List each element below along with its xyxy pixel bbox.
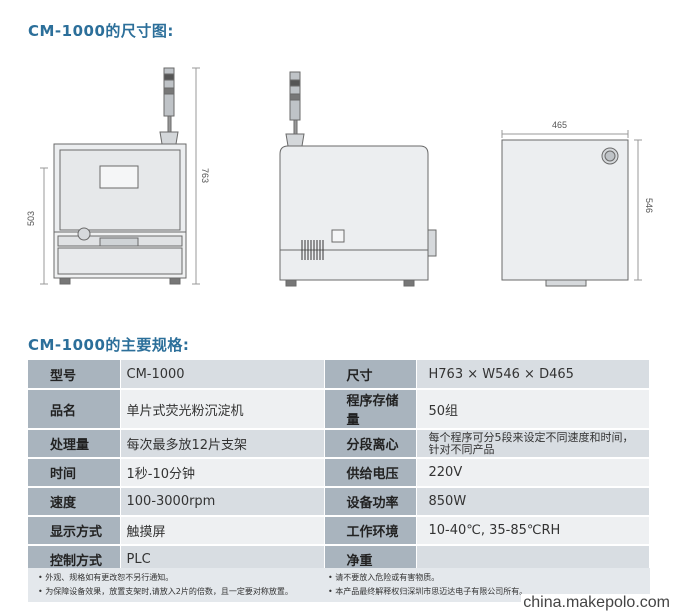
note-text: • 请不要放入危险或有害物质。 xyxy=(328,573,440,582)
note-text: • 本产品最终解释权归深圳市思迈达电子有限公司所有。 xyxy=(328,587,528,596)
side-view xyxy=(279,71,437,287)
spec-value: H763 × W546 × D465 xyxy=(416,360,650,390)
spec-value: 50组 xyxy=(416,389,650,430)
spec-label: 工作环境 xyxy=(324,516,417,546)
front-view xyxy=(40,67,200,285)
spec-label: 供给电压 xyxy=(324,458,417,488)
table-row: 时间 1秒-10分钟 供给电压 220V xyxy=(28,458,650,488)
spec-value: 触摸屏 xyxy=(120,516,325,546)
spec-value: 220V xyxy=(416,458,650,488)
spec-label: 程序存储量 xyxy=(324,389,417,430)
table-row: 处理量 每次最多放12片支架 分段离心 每个程序可分5段来设定不同速度和时间，针… xyxy=(28,429,650,459)
spec-label: 速度 xyxy=(28,487,121,517)
note-text: • 为保障设备效果，放置支架时,请放入2片的倍数，且一定要对称放置。 xyxy=(38,587,293,596)
width-label: 546 xyxy=(644,198,654,213)
spec-label: 品名 xyxy=(28,389,121,430)
spec-value: 850W xyxy=(416,487,650,517)
depth-label: 465 xyxy=(552,120,567,130)
spec-label: 分段离心 xyxy=(324,429,417,459)
specs-title: CM-1000的主要规格: xyxy=(28,336,190,354)
spec-label: 型号 xyxy=(28,360,121,390)
table-row: 速度 100-3000rpm 设备功率 850W xyxy=(28,487,650,517)
total-height-label: 763 xyxy=(200,168,210,183)
spec-table: 型号 CM-1000 尺寸 H763 × W546 × D465 品名 单片式荧… xyxy=(28,360,650,575)
spec-label: 处理量 xyxy=(28,429,121,459)
table-row: 品名 单片式荧光粉沉淀机 程序存储量 50组 xyxy=(28,389,650,430)
table-row: 显示方式 触摸屏 工作环境 10-40℃, 35-85℃RH xyxy=(28,516,650,546)
spec-value: 单片式荧光粉沉淀机 xyxy=(120,389,325,430)
top-view xyxy=(501,130,642,287)
spec-value: 每次最多放12片支架 xyxy=(120,429,325,459)
table-row: 型号 CM-1000 尺寸 H763 × W546 × D465 xyxy=(28,360,650,390)
spec-value: 每个程序可分5段来设定不同速度和时间，针对不同产品 xyxy=(416,429,650,459)
note-text: • 外观、规格如有更改恕不另行通知。 xyxy=(38,573,174,582)
watermark: china.makepolo.com xyxy=(521,594,672,612)
spec-label: 尺寸 xyxy=(324,360,417,390)
spec-value: 1秒-10分钟 xyxy=(120,458,325,488)
dimensions-title: CM-1000的尺寸图: xyxy=(28,22,174,40)
spec-label: 设备功率 xyxy=(324,487,417,517)
dimension-drawing: 503 763 465 546 xyxy=(26,67,654,287)
spec-value: 100-3000rpm xyxy=(120,487,325,517)
spec-value: 10-40℃, 35-85℃RH xyxy=(416,516,650,546)
spec-value: CM-1000 xyxy=(120,360,325,390)
spec-label: 时间 xyxy=(28,458,121,488)
front-height-label: 503 xyxy=(26,211,36,226)
spec-label: 显示方式 xyxy=(28,516,121,546)
